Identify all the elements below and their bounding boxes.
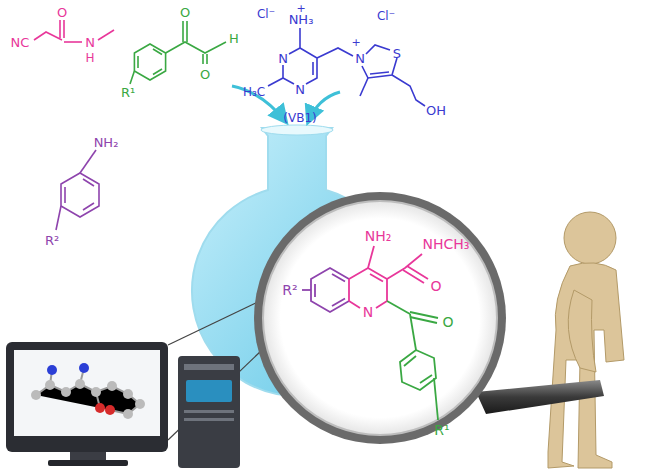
atom-label: O	[442, 315, 453, 329]
atom-label: O	[200, 68, 210, 81]
reagent-arrow	[232, 86, 286, 122]
atom-label: NHCH₃	[423, 237, 470, 251]
computer	[6, 300, 262, 468]
atom-label: S	[393, 47, 401, 60]
product	[302, 246, 438, 420]
phenylglyoxal	[130, 21, 226, 84]
charge-sign: +	[351, 37, 360, 48]
atom-label: O	[430, 279, 441, 293]
atom-label: NH₃	[289, 13, 314, 26]
substituent-label: R²	[282, 283, 297, 297]
atom-label: Cl⁻	[377, 10, 395, 22]
atom-label: OH	[426, 104, 446, 117]
atom-label: NH₂	[94, 136, 119, 149]
atom-label: Cl⁻	[257, 8, 275, 20]
charge-sign: +	[296, 2, 305, 13]
magnifier	[254, 192, 604, 444]
substituent-label: R¹	[434, 423, 449, 437]
substituent-label: R¹	[121, 86, 135, 99]
atom-label: N	[363, 305, 373, 319]
atom-label: NH₂	[365, 229, 392, 243]
cyanoacetamide	[34, 20, 114, 42]
atom-label: N	[355, 52, 365, 65]
compound-label: (VB1)	[283, 112, 316, 124]
atom-label: N	[278, 52, 288, 65]
atom-label: O	[180, 6, 190, 19]
atom-label: O	[57, 6, 67, 19]
atom-label: H	[85, 52, 94, 64]
atom-label: N	[295, 83, 305, 96]
substituent-label: R²	[45, 234, 59, 247]
atom-label: NC	[11, 36, 30, 49]
atom-label: H₃C	[243, 86, 265, 98]
atom-label: H	[229, 32, 239, 45]
figure	[548, 212, 624, 468]
aniline	[56, 150, 99, 230]
thiamine	[268, 28, 425, 106]
atom-label: N	[85, 36, 95, 49]
